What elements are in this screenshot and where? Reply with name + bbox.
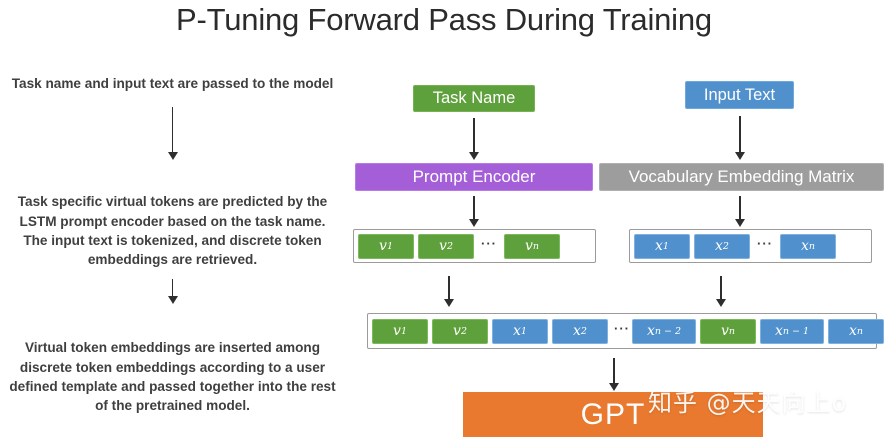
token-base: x [800,238,809,254]
token-base: x [513,323,521,339]
explanation-column: Task name and input text are passed to t… [0,70,345,416]
token-base: v [379,238,387,254]
node-gpt[interactable]: GPT [463,392,763,437]
token-subscript: 2 [460,325,467,337]
arrow-input-text-to-vocab-matrix [734,116,746,160]
token-subscript: 2 [446,240,453,252]
note-text-3: Virtual token embeddings are inserted am… [9,340,336,414]
token-subscript: 2 [722,240,729,252]
note-text-2: Task specific virtual tokens are predict… [17,194,328,268]
arrow-task-name-to-prompt-encoder [468,118,480,160]
ellipsis-icon: ··· [481,235,497,251]
token-subscript: n − 2 [654,325,682,337]
token-base: v [524,238,533,254]
token-base: x [646,323,655,339]
arrow-note2-to-note3 [167,279,179,305]
token-subscript: n − 1 [782,325,810,337]
token-subscript: 1 [400,325,407,337]
token-base: x [655,238,663,254]
arrow-combined-to-gpt [608,358,620,391]
node-task-name[interactable]: Task Name [413,85,535,112]
token-base: v [393,323,401,339]
arrow-note1-to-note2 [167,107,179,161]
token-base: v [720,323,729,339]
token-base: v [439,238,447,254]
token-subscript: n [728,325,736,337]
node-prompt-encoder[interactable]: Prompt Encoder [355,163,593,191]
arrow-vocab-matrix-to-discrete-tokens [734,196,746,227]
token-subscript: n [808,240,816,252]
page-title: P-Tuning Forward Pass During Training [176,2,712,37]
token-base: v [453,323,461,339]
flow-diagram: Task Name Input Text Prompt Encoder Voca… [345,0,888,437]
note-text-1: Task name and input text are passed to t… [11,76,334,91]
node-vocabulary-embedding-matrix[interactable]: Vocabulary Embedding Matrix [599,163,884,191]
token-base: x [573,323,581,339]
token-base: x [715,238,723,254]
ellipsis-icon: ··· [757,235,773,251]
token-subscript: n [856,325,864,337]
arrow-prompt-encoder-to-virtual-tokens [468,196,480,227]
arrow-virtual-tokens-to-combined [443,276,455,307]
token-base: x [774,323,783,339]
token-base: x [848,323,857,339]
token-subscript: n [532,240,540,252]
node-input-text[interactable]: Input Text [685,81,794,109]
token-subscript: 1 [662,240,669,252]
token-subscript: 1 [386,240,393,252]
token-subscript: 1 [520,325,527,337]
arrow-discrete-tokens-to-combined [715,276,727,307]
token-subscript: 2 [580,325,587,337]
ellipsis-icon: ··· [614,320,630,336]
